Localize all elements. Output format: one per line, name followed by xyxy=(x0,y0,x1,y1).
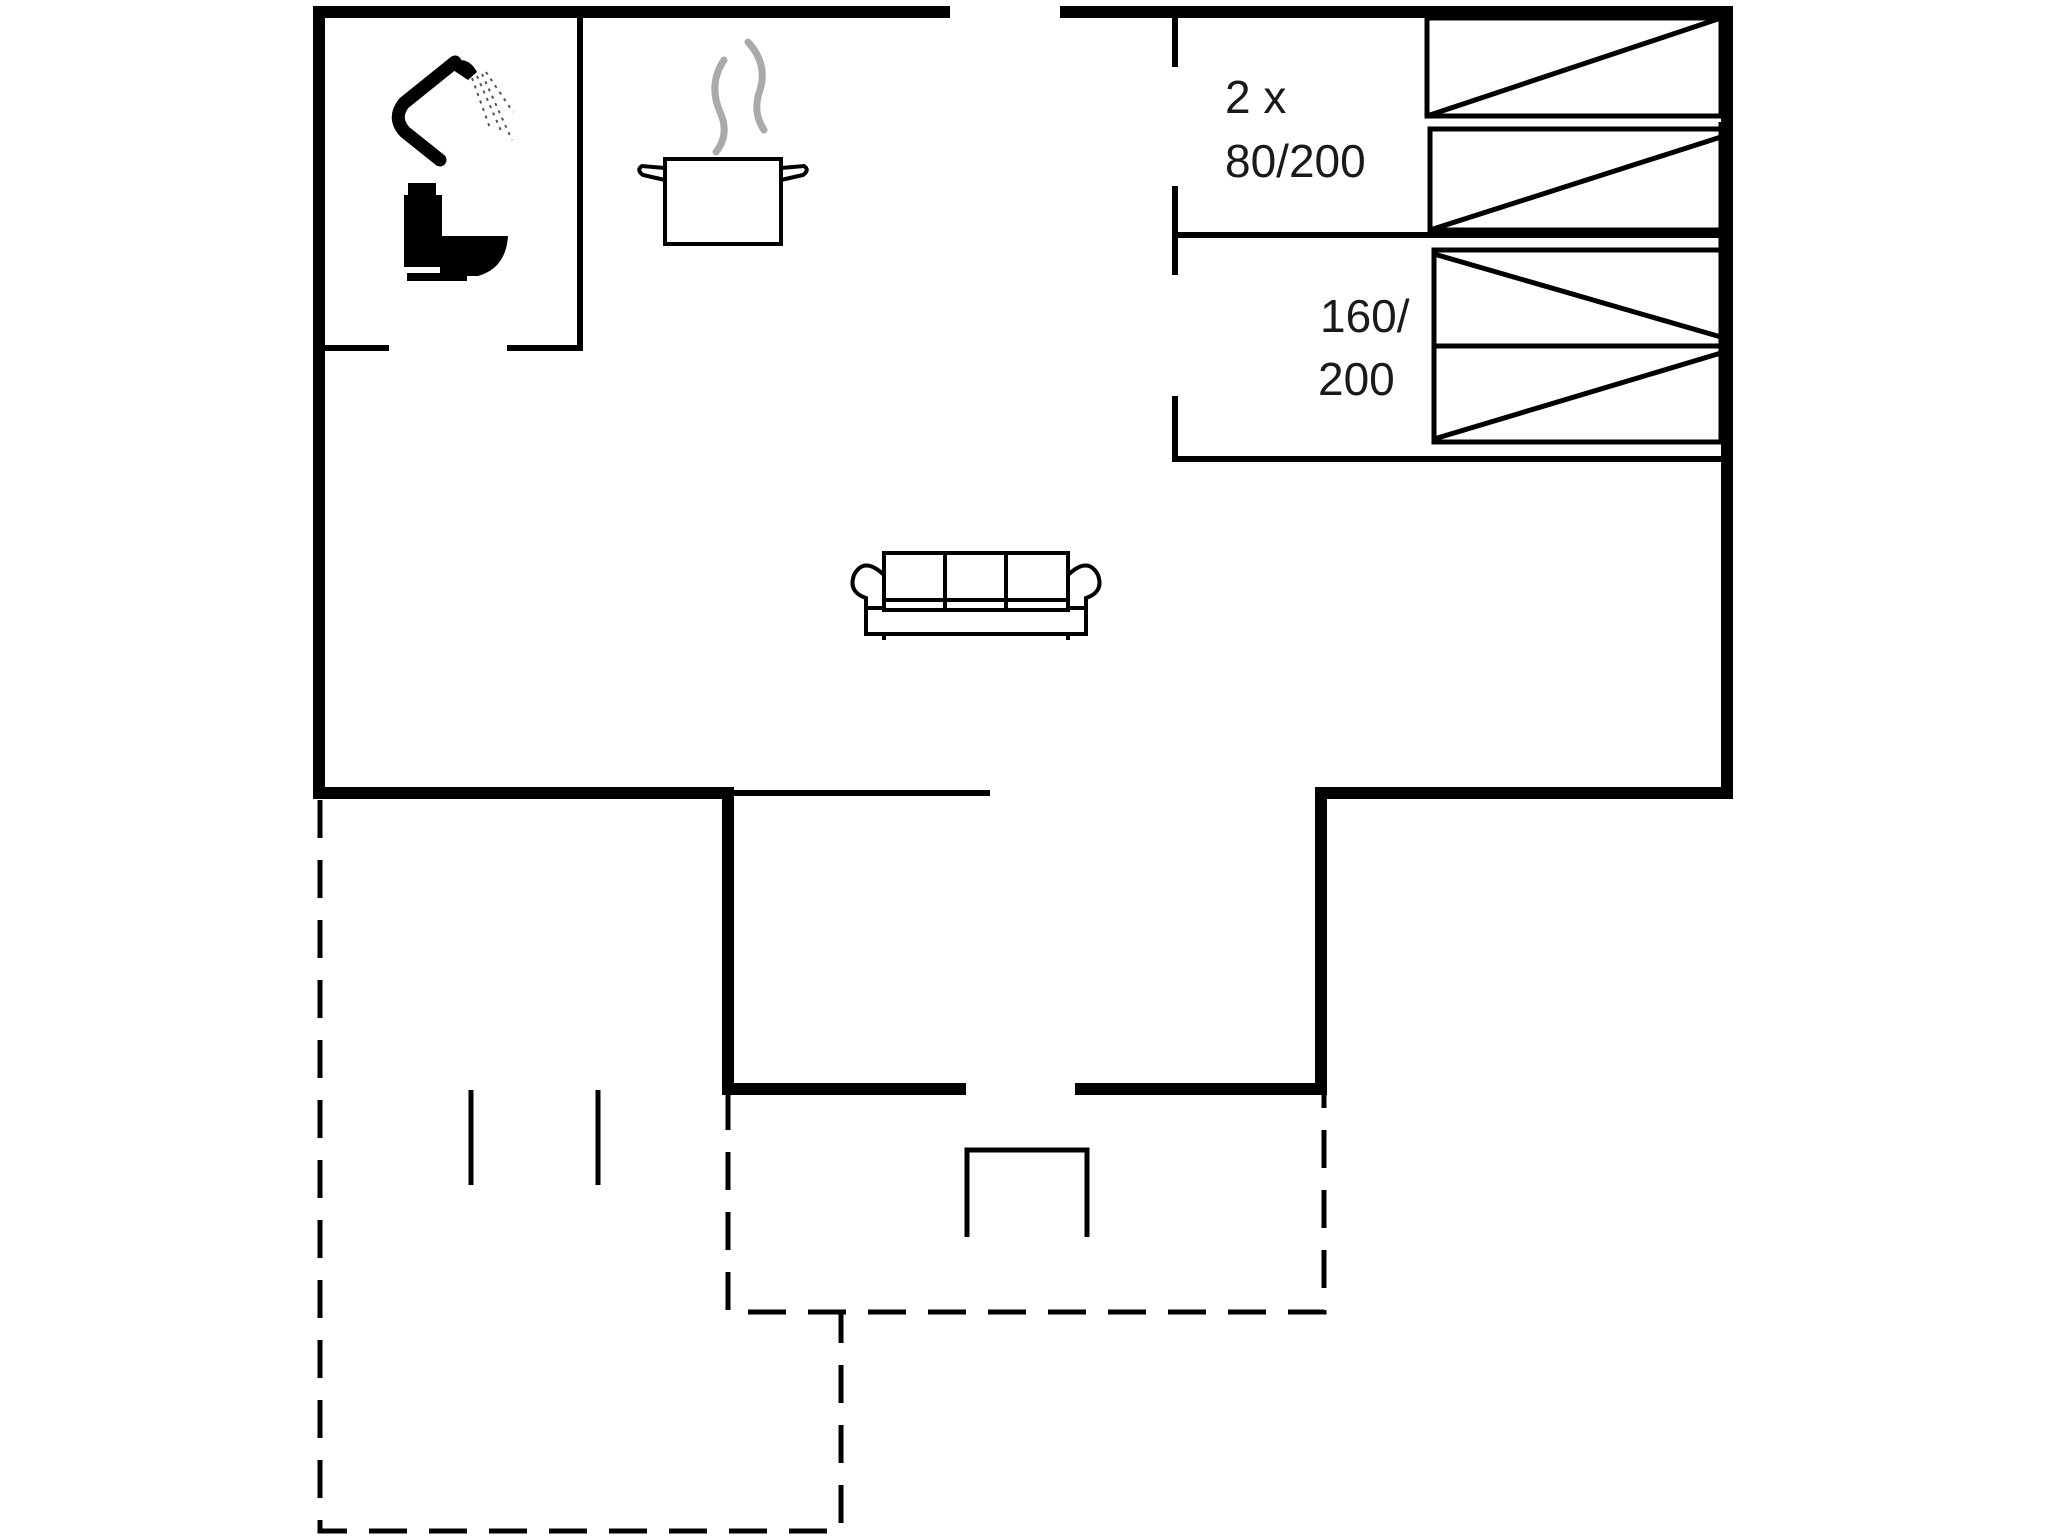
terrace-outlines xyxy=(317,800,1327,1534)
terrace-bench xyxy=(468,1090,601,1185)
shower-icon xyxy=(391,55,514,167)
bed-diagonal xyxy=(1433,251,1722,340)
shower-head xyxy=(447,60,477,80)
bottom-wall-left xyxy=(313,787,966,1095)
single-bed xyxy=(1424,15,1724,119)
sofa-icon xyxy=(850,551,1102,640)
bedroom-label-4: 200 xyxy=(1318,353,1395,405)
steam xyxy=(744,38,768,134)
chair-icon xyxy=(964,1147,1090,1237)
bed-diagonal xyxy=(1426,15,1722,119)
bed-icon xyxy=(1424,15,1724,445)
toilet-icon xyxy=(404,183,508,281)
interior-walls xyxy=(322,12,1724,796)
cooking-pot-icon xyxy=(637,38,809,246)
bedroom-label-2: 80/200 xyxy=(1225,135,1366,187)
top-wall-left xyxy=(313,6,950,799)
bedroom-label-3: 160/ xyxy=(1320,290,1410,342)
steam xyxy=(711,56,728,156)
top-wall-right xyxy=(1060,6,1733,1095)
bedroom-label-1: 2 x xyxy=(1225,71,1286,123)
exterior-walls xyxy=(313,6,1733,1095)
terrace-left xyxy=(317,800,844,1534)
bed-diagonal xyxy=(1433,350,1722,442)
shower-hose xyxy=(391,55,462,167)
terrace-front xyxy=(725,1092,1327,1315)
bed-diagonal xyxy=(1429,134,1722,233)
